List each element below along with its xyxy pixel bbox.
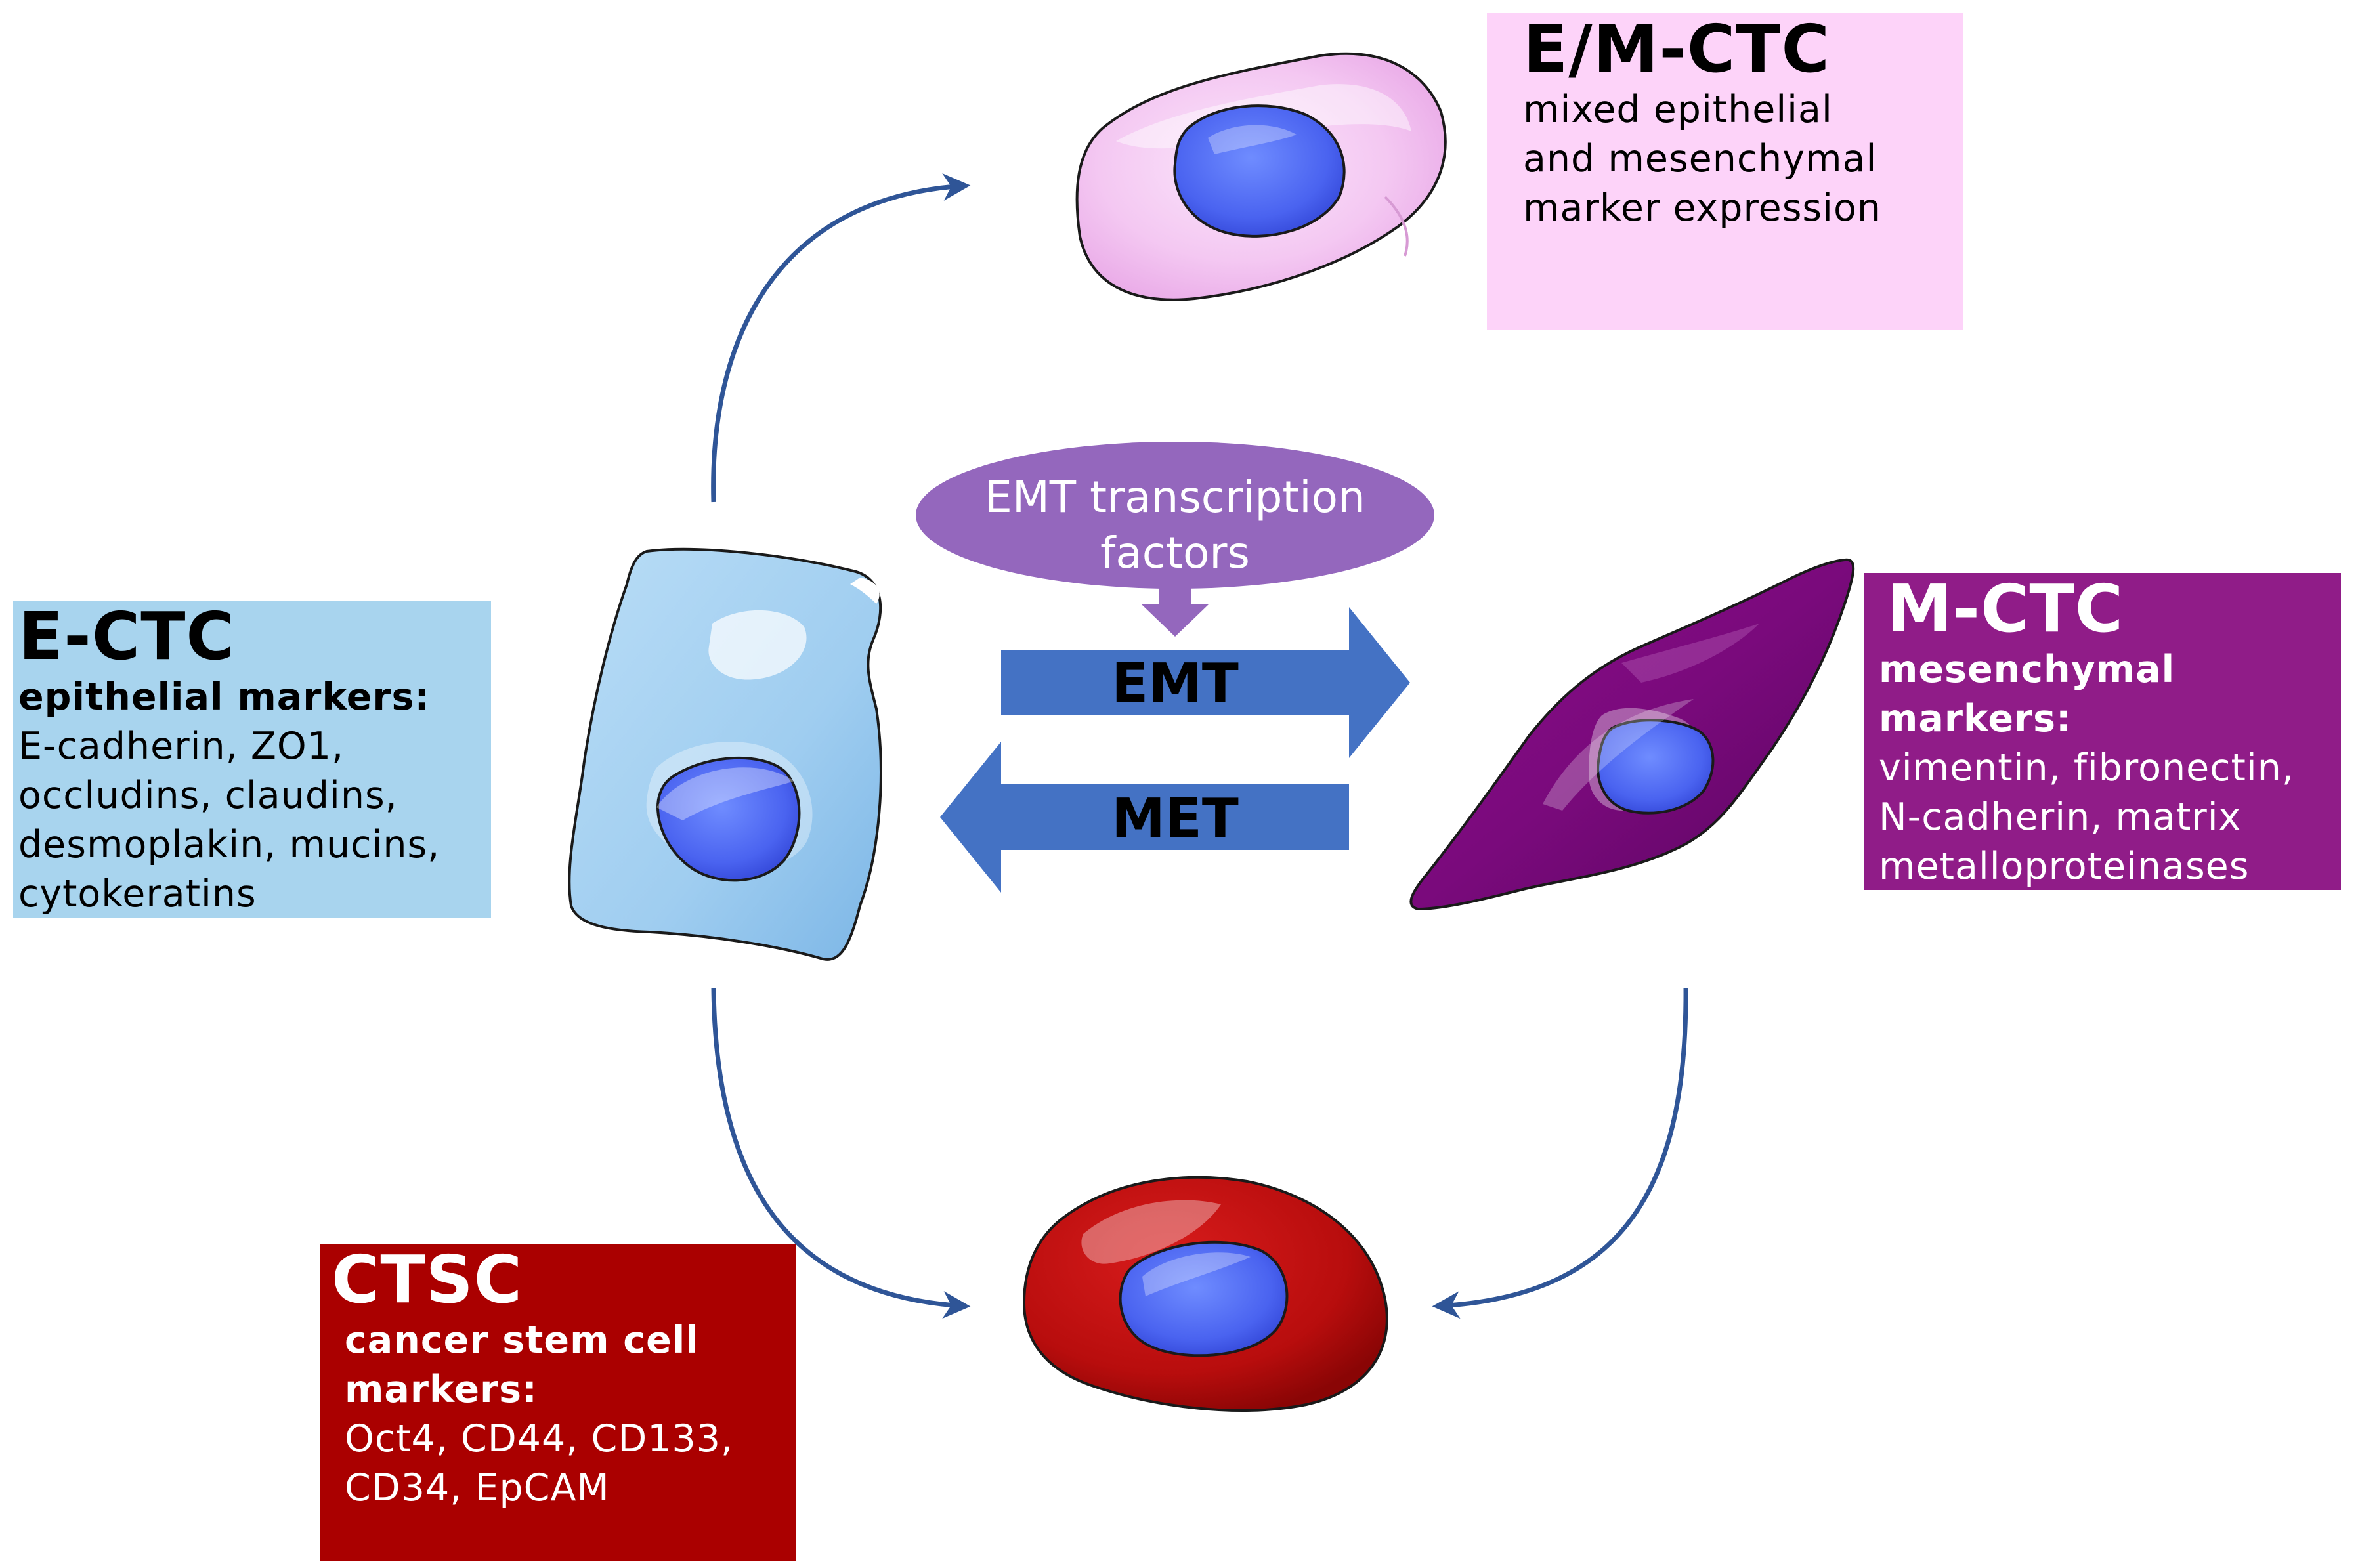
mctc-subtitle-line: mesenchymal: [1879, 648, 2176, 691]
curve-arrow-ectc-to-ctsc: [711, 987, 971, 1319]
transcription-factors-label: EMT transcription factors: [985, 472, 1365, 578]
emctc-title: E/M-CTC: [1523, 11, 1830, 87]
curve-arrow-mctc-to-ctsc: [1432, 987, 1688, 1319]
emctc-cell-illustration: [1075, 52, 1447, 301]
ctsc-subtitle-line: markers:: [345, 1368, 538, 1411]
mctc-marker-line: metalloproteinases: [1879, 845, 2250, 888]
mctc-marker-line: vimentin, fibronectin,: [1879, 746, 2294, 790]
emt-arrow: [1001, 607, 1410, 758]
mctc-info-box: M-CTC mesenchymal markers: vimentin, fib…: [1864, 573, 2341, 890]
curve-arrow-ectc-to-emctc: [711, 173, 971, 503]
met-arrow: [940, 742, 1349, 893]
ectc-cell-illustration: [568, 547, 882, 961]
ctsc-info-box: CTSC cancer stem cell markers: Oct4, CD4…: [320, 1244, 796, 1561]
ectc-subtitle: epithelial markers:: [18, 675, 431, 719]
mctc-subtitle-line: markers:: [1879, 697, 2072, 740]
ectc-marker-line: cytokeratins: [18, 872, 257, 916]
transcription-factors-bubble: [916, 442, 1434, 637]
mctc-title: M-CTC: [1887, 570, 2124, 647]
ectc-info-box: E-CTC epithelial markers: E-cadherin, ZO…: [13, 601, 491, 918]
ctsc-subtitle-line: cancer stem cell: [345, 1319, 699, 1362]
mctc-marker-line: N-cadherin, matrix: [1879, 795, 2242, 839]
emt-label: EMT: [1111, 652, 1239, 715]
mctc-cell-illustration: [1409, 558, 1855, 911]
ctsc-marker-line: Oct4, CD44, CD133,: [345, 1417, 734, 1460]
ectc-marker-line: occludins, claudins,: [18, 774, 398, 817]
emctc-description-line: mixed epithelial: [1523, 88, 1833, 131]
ctsc-title: CTSC: [332, 1241, 523, 1318]
emctc-description-line: and mesenchymal: [1523, 137, 1877, 180]
ctsc-marker-line: CD34, EpCAM: [345, 1466, 610, 1510]
ectc-marker-line: E-cadherin, ZO1,: [18, 725, 345, 768]
emctc-description-line: marker expression: [1523, 186, 1881, 230]
met-label: MET: [1111, 788, 1239, 850]
ctsc-cell-illustration: [1022, 1176, 1388, 1412]
emctc-info-box: E/M-CTC mixed epithelial and mesenchymal…: [1487, 13, 1963, 330]
ectc-title: E-CTC: [18, 598, 235, 675]
ectc-marker-line: desmoplakin, mucins,: [18, 823, 440, 866]
